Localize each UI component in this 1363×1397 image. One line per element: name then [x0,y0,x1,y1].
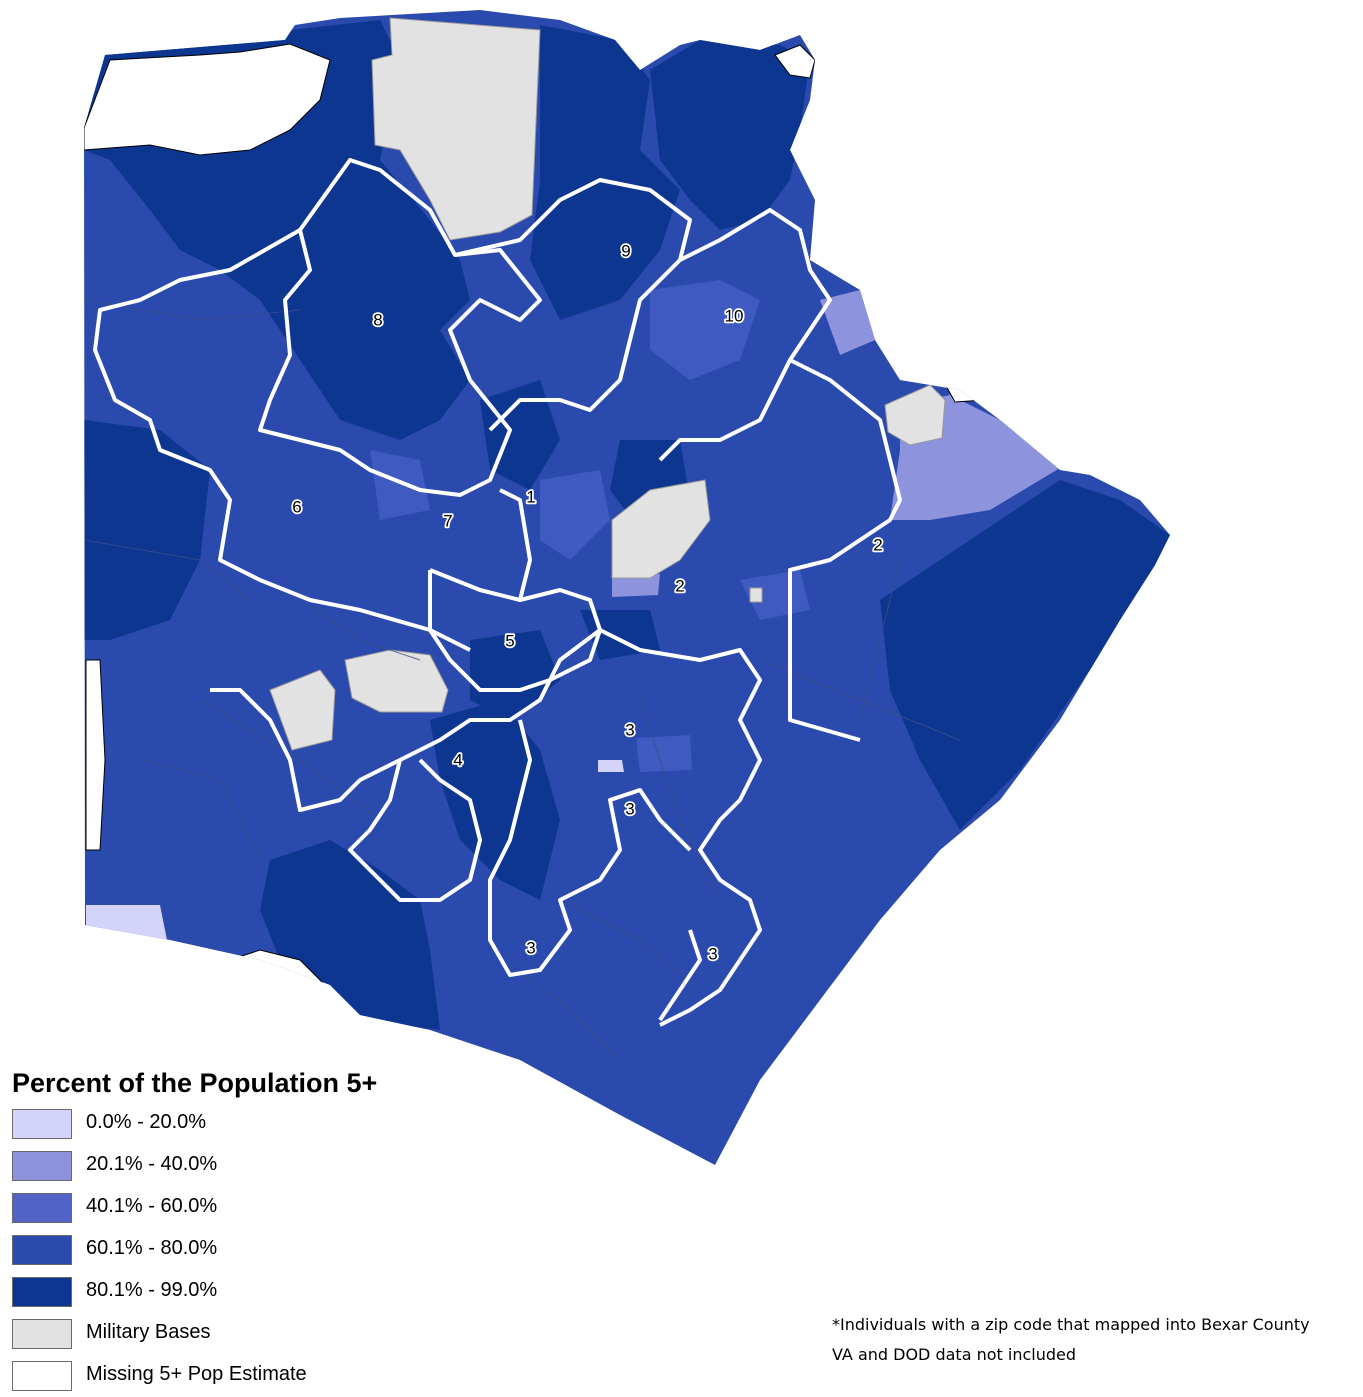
legend-item: 80.1% - 99.0% [12,1271,377,1313]
legend-swatch [12,1361,72,1391]
legend-swatch [12,1193,72,1223]
footnote-line-1: *Individuals with a zip code that mapped… [832,1315,1310,1334]
legend-item: 60.1% - 80.0% [12,1229,377,1271]
district-label-4: 4 [453,750,462,769]
district-label-3-southeast: 3 [708,944,717,963]
district-labels: 1 2 2 3 3 3 3 4 5 6 7 8 9 10 [291,240,885,966]
legend-swatch [12,1277,72,1307]
district-label-1: 1 [526,487,535,506]
district-label-3: 3 [625,720,634,739]
tracts-40-60 [370,280,810,772]
legend-item: Missing 5+ Pop Estimate [12,1355,377,1397]
district-label-3-southwest: 3 [526,938,535,957]
district-label-10: 10 [725,306,744,325]
legend-label: 20.1% - 40.0% [86,1153,218,1175]
legend-label: 0.0% - 20.0% [86,1111,207,1133]
legend-items: 0.0% - 20.0% 20.1% - 40.0% 40.1% - 60.0% 60… [12,1103,377,1397]
legend-label: Missing 5+ Pop Estimate [86,1363,307,1385]
military-bases [269,17,946,751]
legend-item: 40.1% - 60.0% [12,1187,377,1229]
district-label-6: 6 [292,497,301,516]
district-boundaries [93,158,902,1027]
footnote-line-2: VA and DOD data not included [832,1345,1076,1364]
legend-label: 40.1% - 60.0% [86,1195,218,1217]
legend-label: Military Bases [86,1321,211,1343]
legend-item: 0.0% - 20.0% [12,1103,377,1145]
legend-item: Military Bases [12,1313,377,1355]
footnote: *Individuals with a zip code that mapped… [832,1310,1310,1370]
district-label-8: 8 [373,310,382,329]
legend-swatch [12,1235,72,1265]
legend-label: 80.1% - 99.0% [86,1279,218,1301]
legend-title: Percent of the Population 5+ [12,1068,378,1098]
legend-swatch [12,1151,72,1181]
legend-swatch [12,1109,72,1139]
legend-swatch [12,1319,72,1349]
map-legend: Percent of the Population 5+ 0.0% - 20.0… [12,1068,377,1397]
district-label-7: 7 [443,511,452,530]
legend-label: 60.1% - 80.0% [86,1237,218,1259]
district-label-2: 2 [675,576,684,595]
district-label-9: 9 [621,241,630,260]
legend-item: 20.1% - 40.0% [12,1145,377,1187]
district-label-5: 5 [505,631,514,650]
tracts-0-20 [86,760,624,945]
district-label-2-east: 2 [873,535,882,554]
district-label-3-south: 3 [625,799,634,818]
